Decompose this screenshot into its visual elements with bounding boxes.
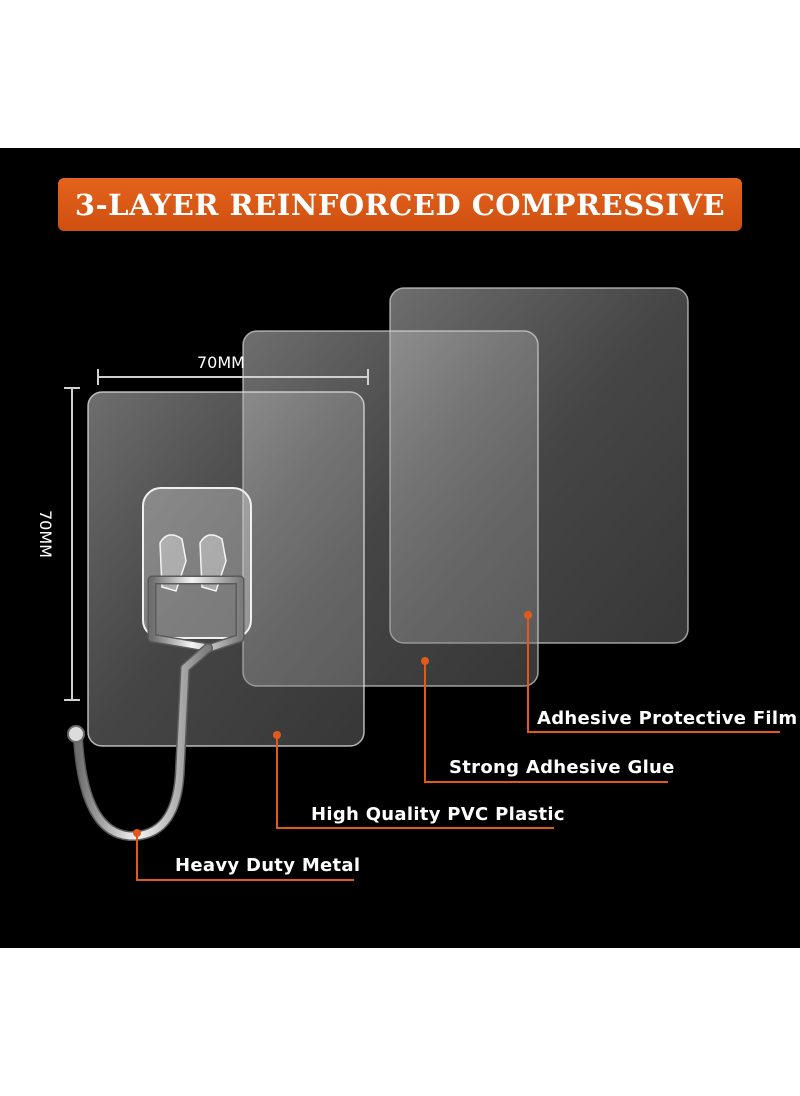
title-banner: 3-LAYER REINFORCED COMPRESSIVE	[58, 178, 742, 231]
product-illustration	[64, 287, 780, 881]
width-label: 70MM	[197, 353, 245, 372]
callout-high-quality-pvc-plastic: High Quality PVC Plastic	[311, 804, 565, 825]
width-dimension-line	[97, 369, 369, 385]
callout-leaders	[136, 615, 780, 881]
callout-strong-adhesive-glue: Strong Adhesive Glue	[449, 757, 675, 778]
banner-title: 3-LAYER REINFORCED COMPRESSIVE	[74, 187, 726, 222]
hook-base	[142, 487, 252, 639]
pvc-plastic-sheet	[87, 391, 365, 747]
callout-adhesive-protective-film: Adhesive Protective Film	[537, 708, 798, 729]
callout-heavy-duty-metal: Heavy Duty Metal	[175, 855, 361, 876]
height-dimension-line	[64, 387, 80, 701]
callout-dots	[133, 611, 532, 837]
height-label: 70MM	[36, 510, 55, 558]
hook-tip-ball	[67, 725, 85, 743]
product-image-panel: 3-LAYER REINFORCED COMPRESSIVE	[0, 148, 800, 948]
